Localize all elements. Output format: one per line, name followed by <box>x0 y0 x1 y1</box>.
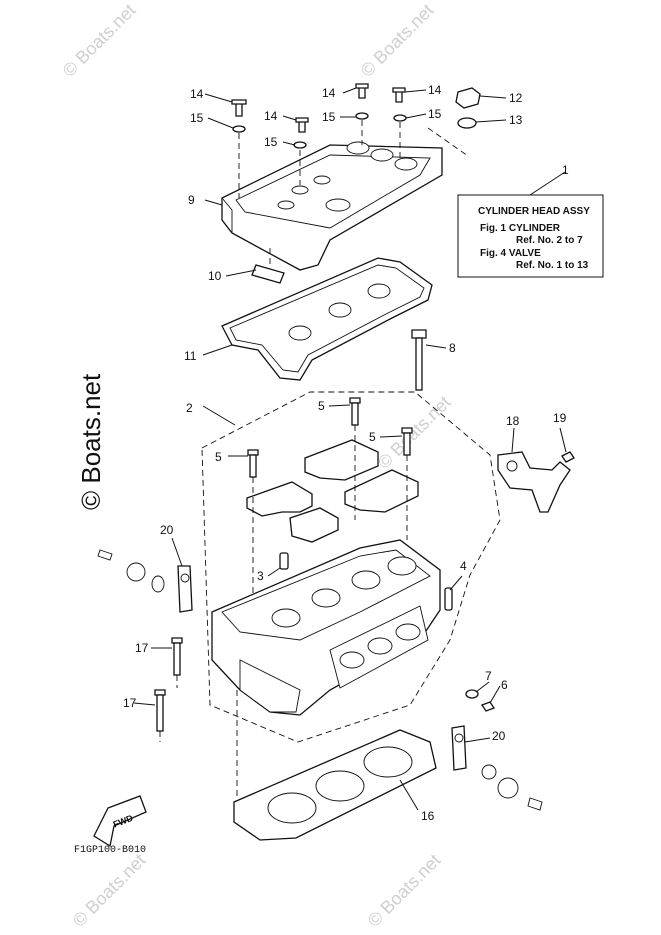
callout-11: 11 <box>184 349 197 363</box>
callout-18: 18 <box>506 414 520 428</box>
callout-8: 8 <box>449 341 456 355</box>
callout-5b: 5 <box>369 430 376 444</box>
washer <box>465 689 479 699</box>
callout-19: 19 <box>553 411 567 425</box>
reference-line-4: Ref. No. 1 to 13 <box>516 260 589 271</box>
callout-5a: 5 <box>318 399 325 413</box>
leader-lines <box>133 87 567 811</box>
callout-15b: 15 <box>264 135 278 149</box>
reference-title: CYLINDER HEAD ASSY <box>478 206 590 217</box>
callout-14d: 14 <box>428 83 442 97</box>
bracket-left <box>97 549 193 613</box>
callout-numbers: 1 2 3 4 5 5 5 6 7 8 9 10 11 12 13 14 14 … <box>123 83 569 823</box>
cover-bolts <box>231 83 481 149</box>
callout-14a: 14 <box>190 87 204 101</box>
watermark-text: © Boats.net <box>374 392 455 473</box>
callout-14b: 14 <box>264 109 278 123</box>
watermark-text: © Boats.net <box>59 0 140 81</box>
callout-13: 13 <box>509 113 523 127</box>
callout-15d: 15 <box>428 107 442 121</box>
reference-line-3: Fig. 4 VALVE <box>480 248 541 259</box>
callout-16: 16 <box>421 809 435 823</box>
callout-6: 6 <box>501 678 508 692</box>
figure-code: F1GP100-B010 <box>74 845 146 856</box>
callout-12: 12 <box>509 91 523 105</box>
head-cover <box>221 141 443 271</box>
cover-gasket-plate <box>251 264 285 284</box>
callout-17a: 17 <box>135 641 149 655</box>
watermark-text: © Boats.net <box>69 850 150 931</box>
watermark-center: © Boats.net <box>374 392 455 473</box>
watermark-top-right: © Boats.net <box>357 0 438 81</box>
callout-10: 10 <box>208 269 222 283</box>
cover-gasket <box>221 257 433 381</box>
watermark-main-text: © Boats.net <box>76 373 106 510</box>
watermark-bottom-left: © Boats.net <box>69 850 150 931</box>
callout-14c: 14 <box>322 86 336 100</box>
callout-7: 7 <box>485 669 492 683</box>
watermark-main: © Boats.net <box>76 373 106 510</box>
watermark-text: © Boats.net <box>357 0 438 81</box>
head-gasket <box>233 729 437 841</box>
callout-4: 4 <box>460 559 467 573</box>
watermark-top-left: © Boats.net <box>59 0 140 81</box>
callout-20a: 20 <box>160 523 174 537</box>
dowel-pin <box>279 552 289 570</box>
bolt-small <box>481 701 495 712</box>
watermark-bottom-right: © Boats.net <box>364 850 445 931</box>
fwd-arrow: FWD <box>93 795 147 848</box>
callout-9: 9 <box>188 193 195 207</box>
head-bolts <box>154 637 183 732</box>
long-bolt <box>411 329 427 391</box>
reference-line-2: Ref. No. 2 to 7 <box>516 235 583 246</box>
callout-15c: 15 <box>322 110 336 124</box>
head-assy-boundary <box>201 391 501 743</box>
callout-5c: 5 <box>215 450 222 464</box>
callout-1: 1 <box>562 163 569 177</box>
cap-bolts <box>247 397 413 478</box>
callout-2: 2 <box>186 401 193 415</box>
camshaft-caps <box>246 439 419 543</box>
reference-box: CYLINDER HEAD ASSY Fig. 1 CYLINDER Ref. … <box>457 194 604 278</box>
stud <box>444 587 453 611</box>
callout-20b: 20 <box>492 729 506 743</box>
callout-15a: 15 <box>190 111 204 125</box>
bracket-right <box>451 725 543 811</box>
callout-17b: 17 <box>123 696 137 710</box>
reference-line-1: Fig. 1 CYLINDER <box>480 223 561 234</box>
cylinder-head <box>211 539 441 716</box>
callout-3: 3 <box>257 569 264 583</box>
bracket <box>497 451 575 513</box>
watermark-text: © Boats.net <box>364 850 445 931</box>
